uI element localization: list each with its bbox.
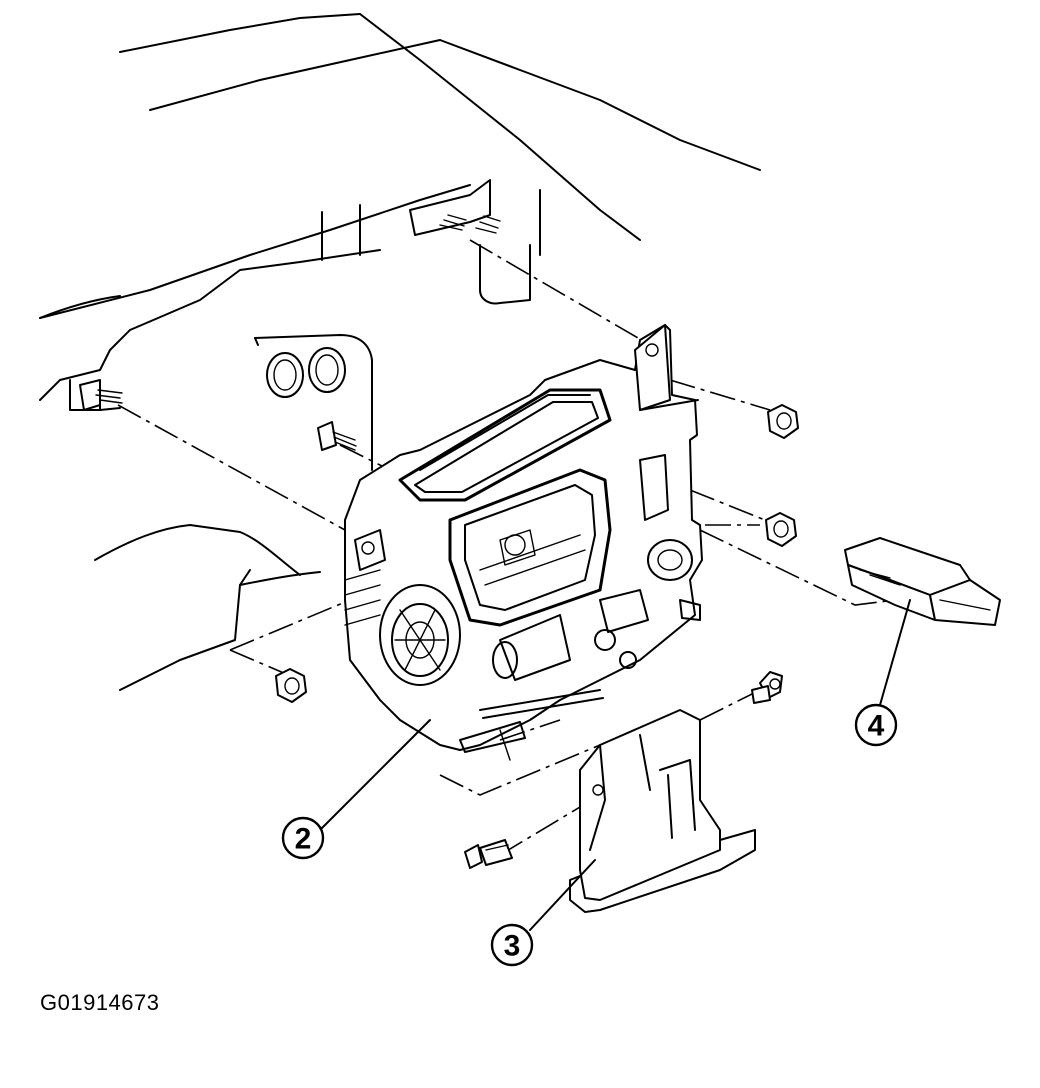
- grommet-pair: [266, 347, 346, 398]
- callout-2: 2: [281, 816, 325, 860]
- mounting-nut: [767, 404, 799, 439]
- mounting-nut: [275, 668, 307, 703]
- callout-3: 3: [490, 923, 534, 967]
- body-mount-bracket: [79, 179, 501, 411]
- push-clip: [751, 671, 783, 704]
- leader-lines: [319, 599, 911, 931]
- push-clip: [464, 839, 513, 869]
- mounting-bolt: [317, 421, 357, 451]
- heater-unit: [344, 324, 703, 761]
- figure-id: G01914673: [40, 990, 160, 1015]
- svg-text:2: 2: [295, 823, 312, 856]
- duct-cover: [569, 709, 756, 913]
- mounting-nut: [765, 512, 797, 547]
- svg-text:3: 3: [504, 930, 521, 963]
- callout-4: 4: [854, 703, 898, 747]
- svg-text:4: 4: [868, 710, 885, 743]
- control-module: [844, 537, 1001, 626]
